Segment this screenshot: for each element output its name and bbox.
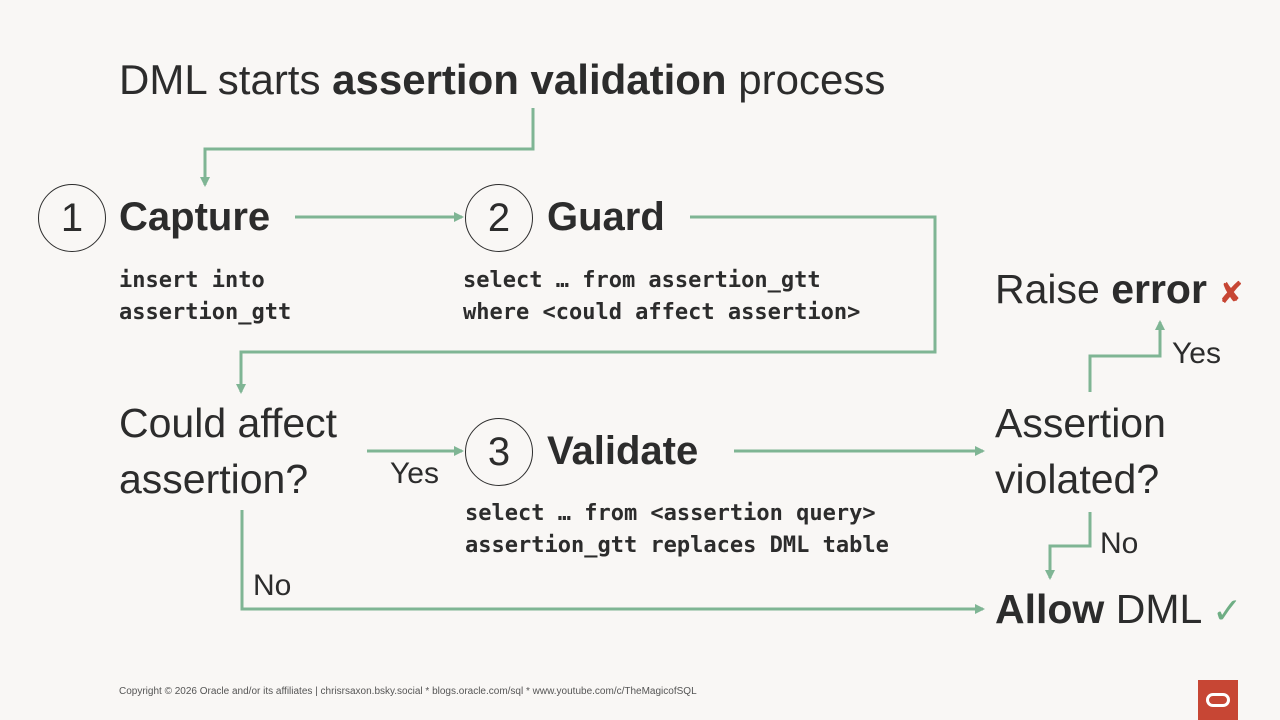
code-line: assertion_gtt (119, 300, 292, 325)
code-line: select … from assertion_gtt (463, 268, 821, 293)
footer-copyright: Copyright © 2026 Oracle and/or its affil… (119, 686, 697, 697)
outcome-allow-post: DML (1104, 586, 1201, 632)
decision-line: Could affect (119, 400, 338, 446)
step-3-label: Validate (547, 429, 699, 473)
decision-line: assertion? (119, 456, 309, 502)
code-line: assertion_gtt replaces DML table (465, 533, 889, 558)
arrow-decision-no-to-allow (240, 510, 985, 614)
code-line: where <could affect assertion> (463, 300, 861, 325)
outcome-raise-pre: Raise (995, 266, 1112, 312)
decision-assertion-violated: Assertion violated? (995, 395, 1166, 507)
arrow-violated-no-to-allow (1045, 512, 1092, 580)
step-1-code: insert into assertion_gtt (119, 265, 291, 329)
step-1-label: Capture (119, 195, 271, 239)
title-bold: assertion validation (332, 56, 727, 103)
code-line: insert into (119, 268, 265, 293)
title-pre: DML starts (119, 56, 333, 103)
check-mark-icon: ✓ (1212, 590, 1243, 631)
arrow-title-to-capture (200, 108, 535, 187)
arrow-violated-yes-to-error (1088, 320, 1165, 392)
edge-label-yes: Yes (390, 457, 439, 490)
outcome-allow-bold: Allow (995, 586, 1105, 632)
arrow-guard-to-decision (236, 215, 937, 394)
step-2-number-circle: 2 (465, 184, 533, 252)
code-line: select … from <assertion query> (465, 501, 876, 526)
decision-line: violated? (995, 456, 1160, 502)
step-3-number-circle: 3 (465, 418, 533, 486)
step-2-label: Guard (547, 195, 665, 239)
outcome-raise-error: Raise error ✘ (995, 261, 1243, 322)
step-3-code: select … from <assertion query> assertio… (465, 498, 889, 562)
cross-mark-icon: ✘ (1218, 277, 1244, 310)
edge-label-yes: Yes (1172, 337, 1221, 370)
edge-label-no: No (253, 569, 292, 602)
decision-could-affect: Could affect assertion? (119, 395, 337, 507)
decision-line: Assertion (995, 400, 1166, 446)
outcome-allow-dml: Allow DML ✓ (995, 581, 1242, 639)
step-1-number-circle: 1 (38, 184, 106, 252)
step-2-code: select … from assertion_gtt where <could… (463, 265, 860, 329)
oracle-logo-icon (1198, 680, 1238, 720)
page-title: DML starts assertion validation process (119, 54, 885, 106)
outcome-raise-bold: error (1111, 266, 1207, 312)
edge-label-no: No (1100, 527, 1139, 560)
title-post: process (726, 56, 886, 103)
